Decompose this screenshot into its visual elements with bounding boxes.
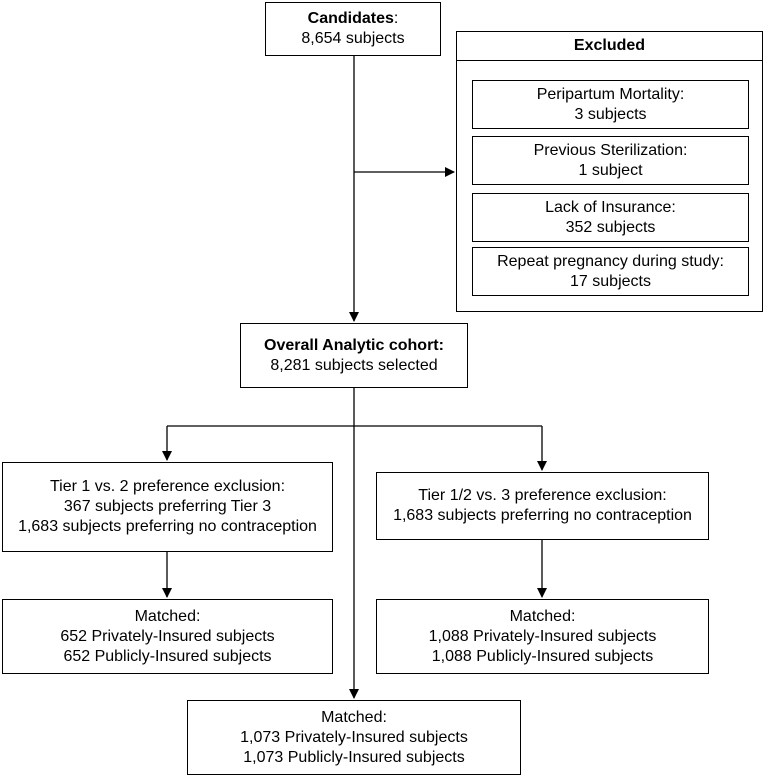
candidates-title: Candidates <box>307 10 394 27</box>
candidates-box: Candidates: 8,654 subjects <box>265 2 441 56</box>
excluded-item-label: Peripartum Mortality: <box>536 85 685 103</box>
excluded-item-insurance: Lack of Insurance: 352 subjects <box>472 193 749 242</box>
cohort-count: 8,281 subjects selected <box>270 356 438 374</box>
matched-right-title: Matched: <box>509 607 576 625</box>
candidates-title-line: Candidates: <box>308 9 399 29</box>
excluded-item-count: 3 subjects <box>574 105 647 123</box>
excluded-item-label: Repeat pregnancy during study: <box>497 252 724 270</box>
matched-left-line1: 652 Privately-Insured subjects <box>60 627 275 645</box>
excluded-item-count: 352 subjects <box>565 218 656 236</box>
excluded-item-sterilization: Previous Sterilization: 1 subject <box>472 136 749 185</box>
matched-center-line1: 1,073 Privately-Insured subjects <box>240 728 468 746</box>
excluded-title: Excluded <box>457 32 762 61</box>
tier3-title: Tier 1/2 vs. 3 preference exclusion: <box>418 487 667 504</box>
matched-left-line2: 652 Publicly-Insured subjects <box>63 647 272 665</box>
excluded-item-count: 1 subject <box>578 161 643 179</box>
tier3-line1: 1,683 subjects preferring no contracepti… <box>393 507 692 524</box>
candidates-count: 8,654 subjects <box>301 30 405 47</box>
tier12-line2: 1,683 subjects preferring no contracepti… <box>18 518 317 535</box>
matched-center-box: Matched: 1,073 Privately-Insured subject… <box>187 700 521 775</box>
excluded-item-label: Lack of Insurance: <box>545 198 676 216</box>
cohort-box: Overall Analytic cohort: 8,281 subjects … <box>240 323 468 388</box>
tier12-line1: 367 subjects preferring Tier 3 <box>63 498 272 515</box>
matched-left-title: Matched: <box>134 607 201 625</box>
excluded-item-mortality: Peripartum Mortality: 3 subjects <box>472 80 749 129</box>
excluded-item-label: Previous Sterilization: <box>533 141 688 159</box>
matched-right-line2: 1,088 Publicly-Insured subjects <box>431 647 654 665</box>
matched-center-line2: 1,073 Publicly-Insured subjects <box>243 748 465 766</box>
matched-right-line1: 1,088 Privately-Insured subjects <box>428 627 657 645</box>
matched-center-title: Matched: <box>321 708 387 726</box>
excluded-item-repeat-pregnancy: Repeat pregnancy during study: 17 subjec… <box>472 247 749 296</box>
excluded-item-count: 17 subjects <box>570 272 651 290</box>
tier12-exclusion-box: Tier 1 vs. 2 preference exclusion: 367 s… <box>2 462 333 552</box>
candidates-colon: : <box>393 10 399 27</box>
cohort-title: Overall Analytic cohort: <box>264 336 444 354</box>
tier12-title: Tier 1 vs. 2 preference exclusion: <box>49 478 286 495</box>
tier3-exclusion-box: Tier 1/2 vs. 3 preference exclusion: 1,6… <box>376 472 709 540</box>
matched-left-box: Matched: 652 Privately-Insured subjects … <box>2 599 333 674</box>
matched-right-box: Matched: 1,088 Privately-Insured subject… <box>376 599 709 674</box>
